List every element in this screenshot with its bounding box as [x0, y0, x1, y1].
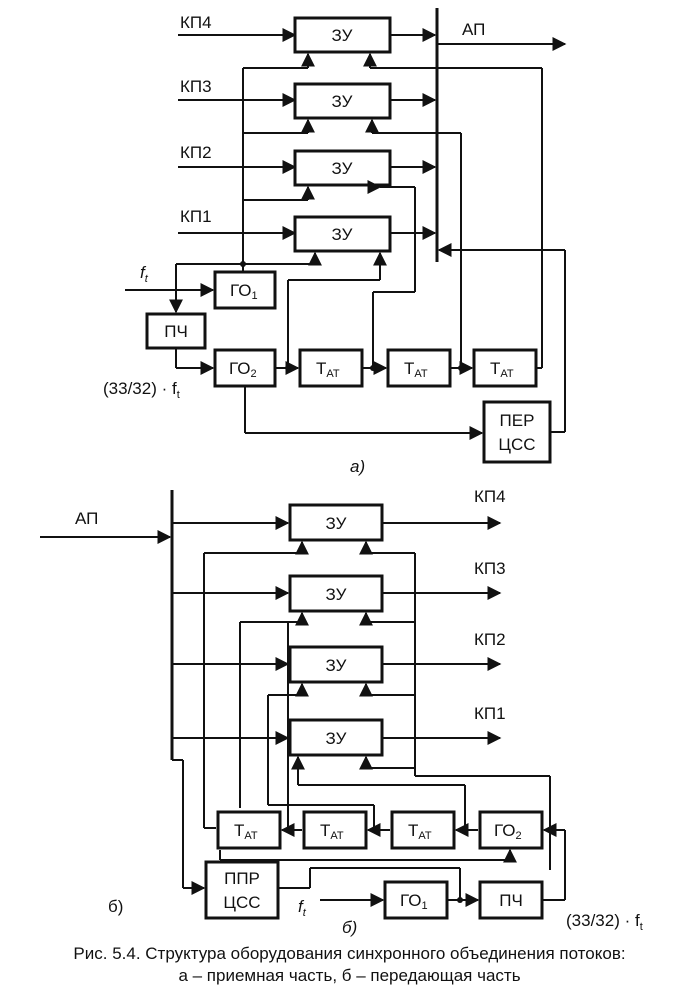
svg-text:TАТ: TАТ	[234, 821, 258, 842]
generator-go2: ГО2	[213, 348, 277, 388]
memory-block-4: ЗУ	[293, 215, 392, 253]
input-label-kp1: КП1	[180, 207, 212, 226]
input-label-kp3: КП3	[180, 77, 212, 96]
output-label-kp2: КП2	[474, 630, 506, 649]
diagram-a: АП КП4 КП3 КП2 КП1 ЗУ ЗУ ЗУ ЗУ	[103, 8, 567, 476]
svg-text:ПЕР: ПЕР	[500, 411, 535, 430]
svg-text:ГО1: ГО1	[400, 891, 428, 912]
tat-block-b3: TАТ	[390, 810, 456, 850]
generator-go1: ГО1	[213, 270, 277, 310]
diagram-a-tag: а)	[350, 457, 365, 476]
svg-text:TАТ: TАТ	[404, 359, 428, 380]
svg-text:ПЧ: ПЧ	[164, 322, 188, 341]
output-label-kp4: КП4	[474, 487, 506, 506]
sync-receiver-ppr-css: ППР ЦСС	[204, 860, 280, 920]
memory-block-1: ЗУ	[293, 16, 392, 54]
frequency-label-b: (33/32) · ft	[566, 911, 643, 933]
frequency-label: (33/32) · ft	[103, 379, 180, 401]
svg-text:ГО2: ГО2	[229, 359, 257, 380]
sync-transmitter-per-css: ПЕР ЦСС	[482, 400, 552, 464]
tat-block-b2: TАТ	[302, 810, 368, 850]
clock-input-label: ft	[140, 263, 149, 285]
svg-text:TАТ: TАТ	[316, 359, 340, 380]
tat-block-1: TАТ	[298, 348, 364, 388]
svg-text:ЦСС: ЦСС	[498, 435, 535, 454]
generator-b-go2: ГО2	[478, 810, 544, 850]
clock-input-label-b: ft	[298, 897, 307, 919]
svg-text:ЗУ: ЗУ	[332, 26, 353, 45]
svg-text:TАТ: TАТ	[320, 821, 344, 842]
frequency-converter-pch: ПЧ	[145, 312, 207, 350]
svg-text:ГО1: ГО1	[230, 281, 258, 302]
svg-text:ЗУ: ЗУ	[332, 159, 353, 178]
svg-text:ЗУ: ЗУ	[326, 729, 347, 748]
memory-block-b4: ЗУ	[288, 718, 384, 757]
svg-text:ЗУ: ЗУ	[326, 514, 347, 533]
svg-text:ППР: ППР	[224, 869, 260, 888]
svg-text:ЗУ: ЗУ	[332, 92, 353, 111]
svg-text:TАТ: TАТ	[408, 821, 432, 842]
svg-text:TАТ: TАТ	[490, 359, 514, 380]
caption-line-2: а – приемная часть, б – передающая часть	[178, 966, 521, 985]
memory-block-3: ЗУ	[293, 149, 392, 187]
memory-block-b3: ЗУ	[288, 645, 384, 684]
tat-block-2: TАТ	[386, 348, 452, 388]
diagram-b: АП ЗУ ЗУ ЗУ ЗУ КП4 КП3 КП2	[40, 487, 643, 937]
svg-text:ПЧ: ПЧ	[499, 891, 523, 910]
diagram-b-tag: б)	[342, 918, 357, 937]
memory-block-b1: ЗУ	[288, 503, 384, 542]
memory-block-2: ЗУ	[293, 82, 392, 120]
svg-text:ЗУ: ЗУ	[332, 225, 353, 244]
memory-block-b2: ЗУ	[288, 574, 384, 613]
svg-text:ЗУ: ЗУ	[326, 656, 347, 675]
input-label-ap: АП	[75, 509, 98, 528]
input-label-kp4: КП4	[180, 13, 212, 32]
svg-text:ЦСС: ЦСС	[223, 893, 260, 912]
frequency-converter-b-pch: ПЧ	[478, 880, 544, 920]
caption-line-1: Рис. 5.4. Структура оборудования синхрон…	[73, 944, 626, 963]
output-label-ap: АП	[462, 20, 485, 39]
generator-b-go1: ГО1	[383, 880, 449, 920]
tat-block-b1: TАТ	[216, 810, 282, 850]
input-label-kp2: КП2	[180, 143, 212, 162]
diagram-b-side-tag: б)	[108, 897, 123, 916]
tat-block-3: TАТ	[472, 348, 538, 388]
svg-text:ГО2: ГО2	[494, 821, 522, 842]
svg-text:ЗУ: ЗУ	[326, 585, 347, 604]
output-label-kp1: КП1	[474, 704, 506, 723]
output-label-kp3: КП3	[474, 559, 506, 578]
